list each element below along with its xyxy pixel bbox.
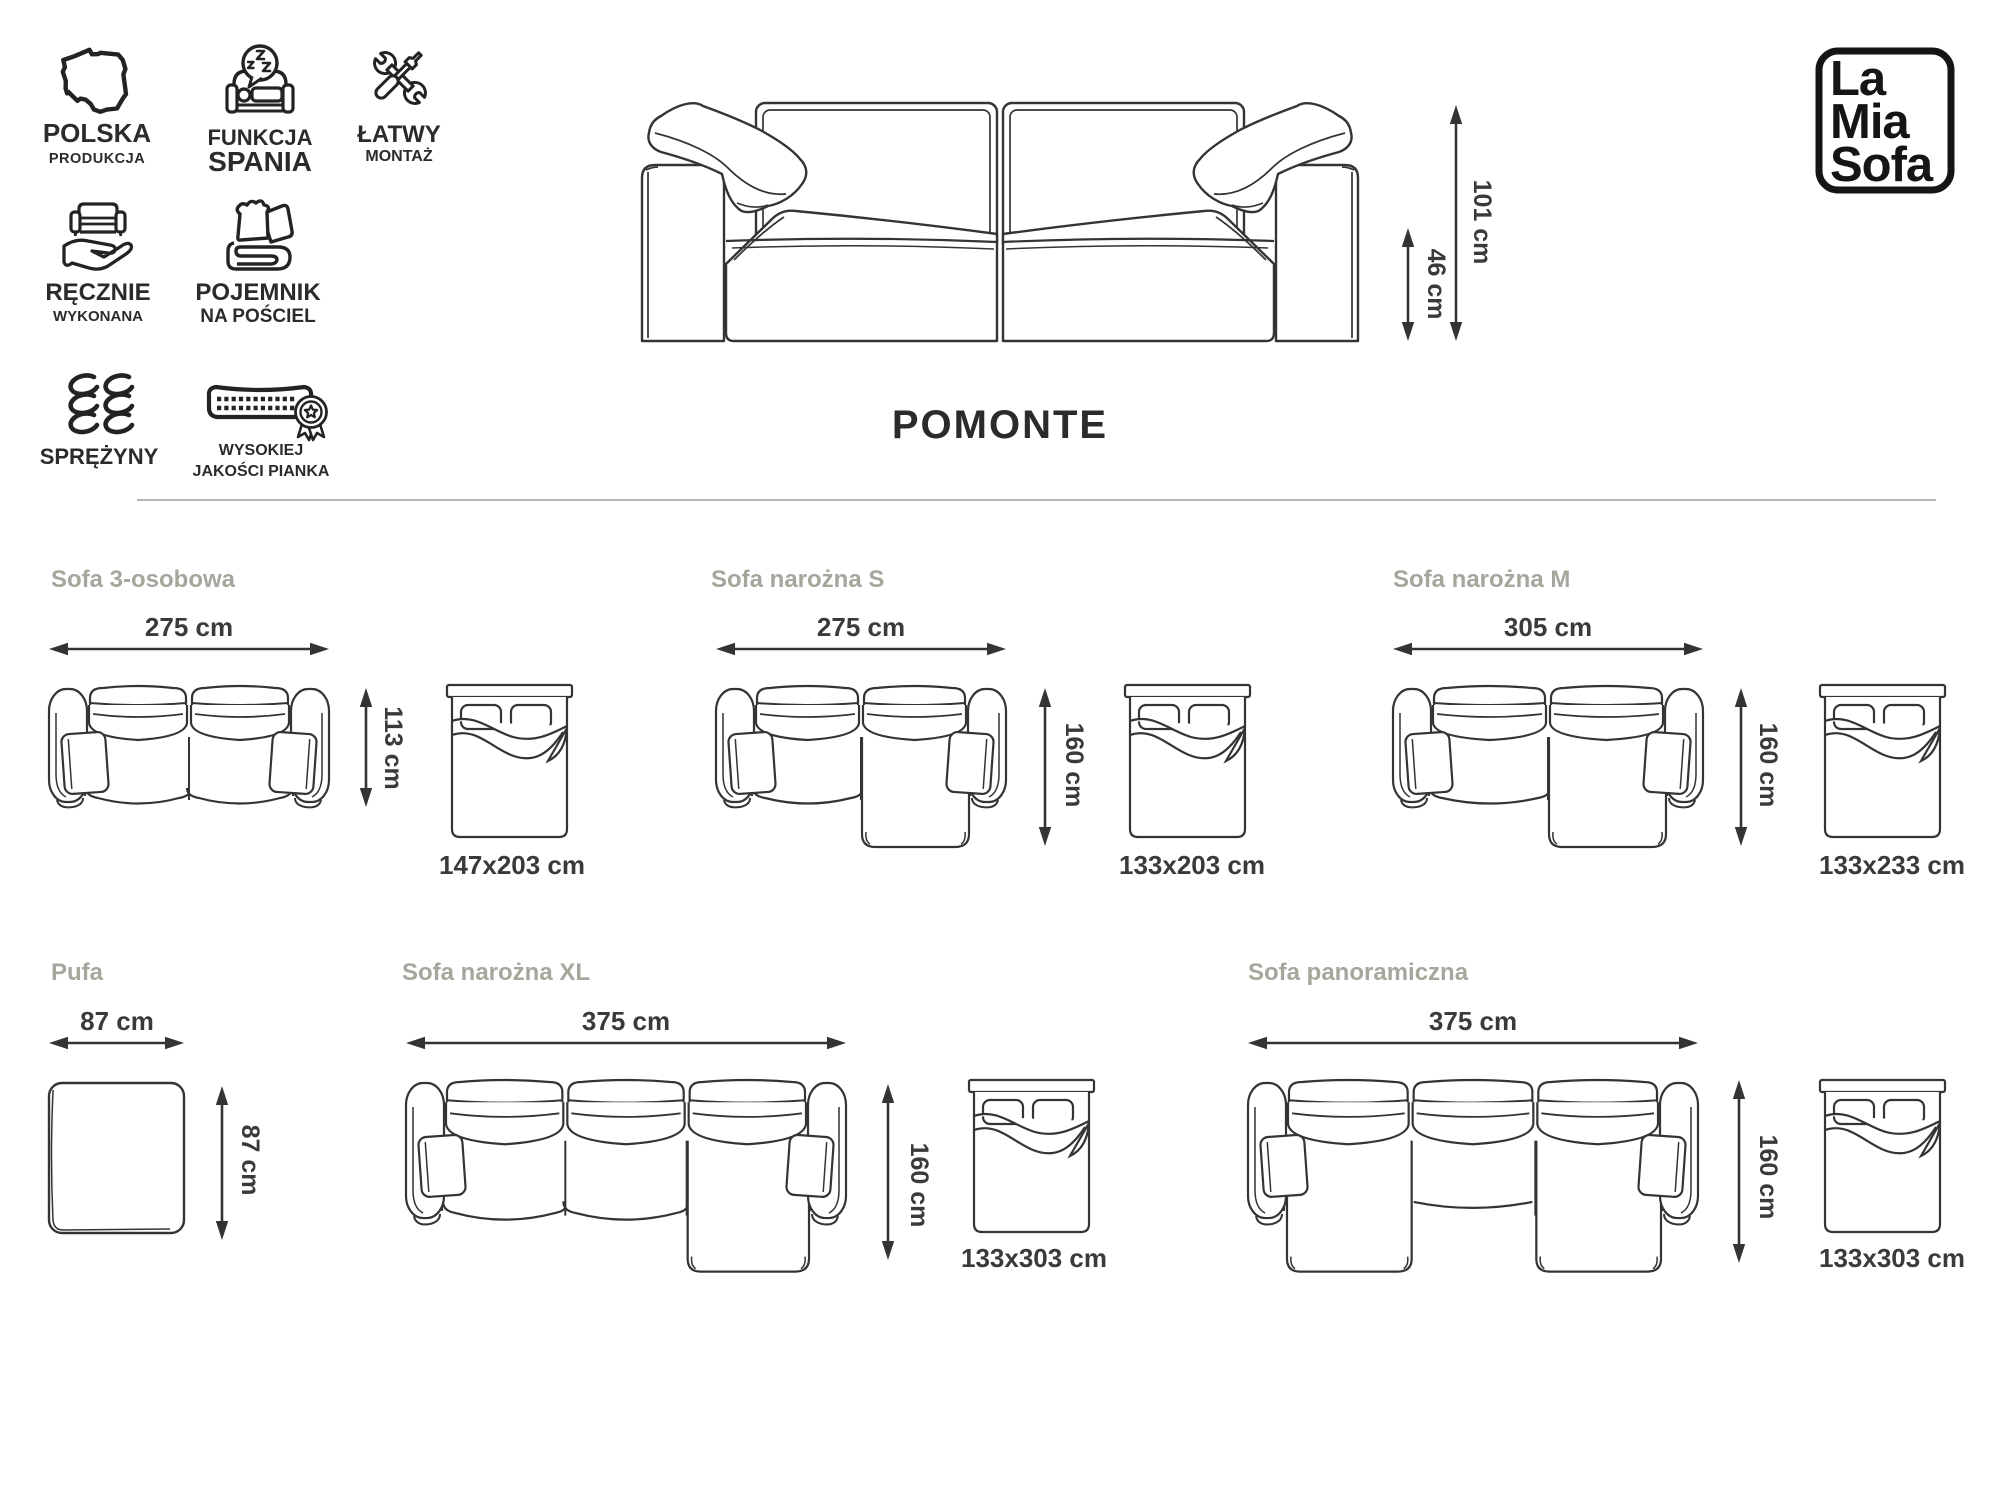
svg-text:WYSOKIEJ: WYSOKIEJ: [219, 442, 303, 459]
svg-text:ŁATWY: ŁATWY: [357, 121, 441, 148]
svg-text:133x303 cm: 133x303 cm: [961, 1243, 1107, 1273]
svg-text:275 cm: 275 cm: [817, 612, 905, 642]
svg-text:46 cm: 46 cm: [1422, 249, 1450, 320]
svg-text:275 cm: 275 cm: [145, 612, 233, 642]
svg-text:SPANIA: SPANIA: [208, 146, 312, 177]
svg-text:160 cm: 160 cm: [1060, 723, 1088, 808]
svg-text:POMONTE: POMONTE: [892, 403, 1108, 447]
svg-text:Mia: Mia: [1830, 95, 1910, 149]
svg-text:MONTAŻ: MONTAŻ: [365, 147, 432, 165]
svg-text:133x203 cm: 133x203 cm: [1119, 850, 1265, 880]
svg-text:160 cm: 160 cm: [905, 1143, 933, 1228]
svg-text:87 cm: 87 cm: [236, 1125, 264, 1196]
svg-text:PRODUKCJA: PRODUKCJA: [49, 151, 145, 167]
svg-text:POLSKA: POLSKA: [43, 118, 152, 148]
svg-text:Sofa: Sofa: [1830, 138, 1934, 192]
svg-text:133x233 cm: 133x233 cm: [1819, 850, 1965, 880]
svg-text:160 cm: 160 cm: [1754, 723, 1782, 808]
svg-text:Pufa: Pufa: [51, 959, 104, 986]
svg-text:Sofa narożna M: Sofa narożna M: [1393, 566, 1570, 593]
svg-text:FUNKCJA: FUNKCJA: [207, 125, 312, 150]
svg-text:SPRĘŻYNY: SPRĘŻYNY: [40, 444, 159, 469]
svg-text:Sofa narożna S: Sofa narożna S: [711, 566, 884, 593]
svg-text:101 cm: 101 cm: [1468, 180, 1496, 265]
svg-text:160 cm: 160 cm: [1754, 1135, 1782, 1220]
svg-text:POJEMNIK: POJEMNIK: [195, 279, 321, 306]
svg-text:La: La: [1830, 52, 1887, 106]
svg-text:Sofa panoramiczna: Sofa panoramiczna: [1248, 959, 1469, 986]
svg-text:Sofa narożna XL: Sofa narożna XL: [402, 959, 590, 986]
svg-text:JAKOŚCI PIANKA: JAKOŚCI PIANKA: [193, 461, 330, 480]
svg-text:87 cm: 87 cm: [80, 1006, 154, 1036]
svg-text:RĘCZNIE: RĘCZNIE: [45, 279, 150, 306]
svg-text:Sofa 3-osobowa: Sofa 3-osobowa: [51, 566, 236, 593]
svg-text:NA POŚCIEL: NA POŚCIEL: [200, 305, 316, 327]
svg-text:375 cm: 375 cm: [1429, 1006, 1517, 1036]
svg-text:147x203 cm: 147x203 cm: [439, 850, 585, 880]
svg-text:113 cm: 113 cm: [379, 706, 407, 789]
svg-text:305 cm: 305 cm: [1504, 612, 1592, 642]
svg-text:WYKONANA: WYKONANA: [53, 308, 143, 325]
svg-text:133x303 cm: 133x303 cm: [1819, 1243, 1965, 1273]
svg-text:375 cm: 375 cm: [582, 1006, 670, 1036]
